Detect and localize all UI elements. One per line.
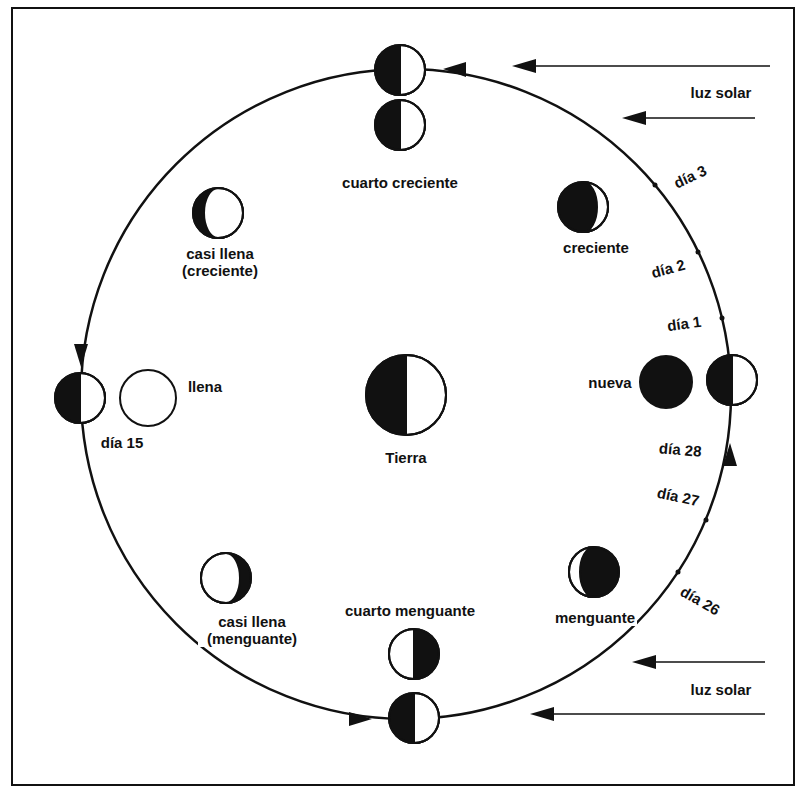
phase-label: día 1 <box>664 312 704 334</box>
phase-label: día 26 <box>676 581 725 619</box>
phase-label: día 15 <box>99 434 146 451</box>
phase-label: Tierra <box>383 449 428 466</box>
orbit-moons <box>55 45 757 743</box>
orbit <box>81 69 731 719</box>
orbit-arrow <box>74 344 88 367</box>
phase-moons <box>120 100 692 679</box>
phase-label: creciente <box>561 239 631 256</box>
phase-label: casi llena (menguante) <box>198 613 306 647</box>
phase-label: luz solar <box>689 681 754 698</box>
phase-label: día 27 <box>653 483 702 509</box>
phase-label: menguante <box>553 609 637 626</box>
phase-label: casi llena (creciente) <box>166 245 274 279</box>
sunlight-arrows <box>512 59 770 721</box>
frame <box>12 8 794 785</box>
phase-label: nueva <box>586 374 633 391</box>
phase-label: día 2 <box>647 255 688 281</box>
orbit-arrow <box>349 712 372 726</box>
orbit-arrow <box>443 62 466 77</box>
phase-label: llena <box>186 378 224 395</box>
phase-label: cuarto creciente <box>340 174 460 191</box>
phase-label: día 28 <box>656 439 704 460</box>
phase-label: luz solar <box>689 84 754 101</box>
phase-label: día 3 <box>669 160 711 192</box>
orbit-arrow <box>723 443 737 466</box>
phase-label: cuarto menguante <box>343 602 477 619</box>
